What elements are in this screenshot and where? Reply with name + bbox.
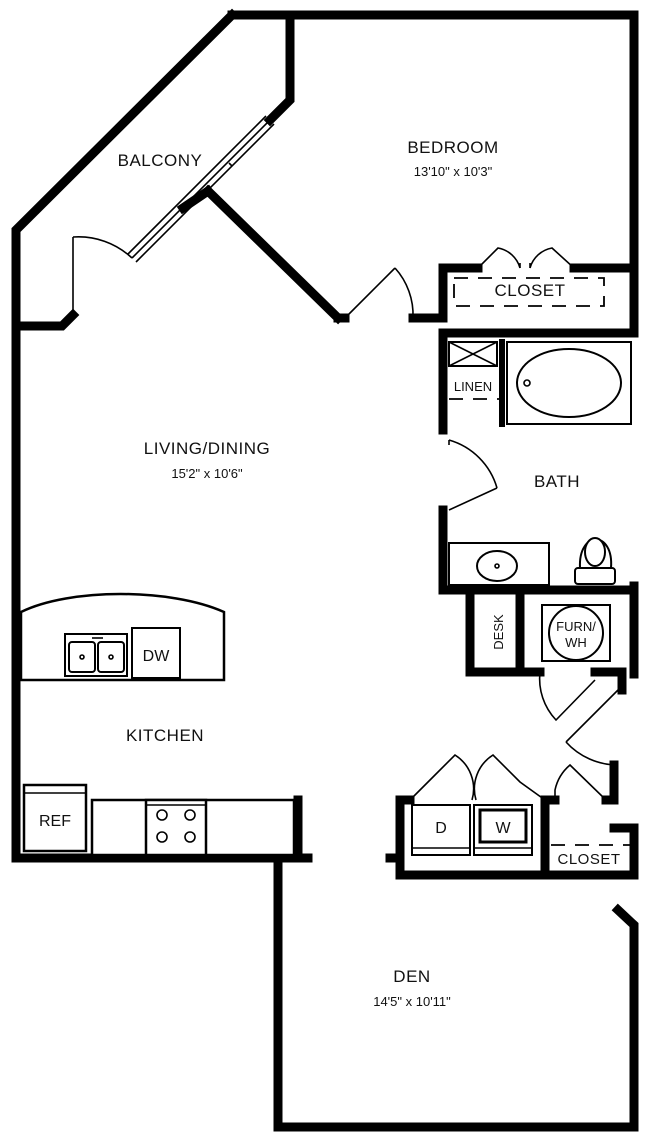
- refrigerator: [22, 783, 88, 853]
- linen-cabinet: [448, 339, 505, 427]
- bedroom-dimensions: 13'10" x 10'3": [414, 164, 493, 179]
- exterior-walls: [11, 8, 639, 1132]
- den-closet-label: CLOSET: [557, 851, 620, 868]
- bedroom-closet-label: CLOSET: [494, 281, 565, 300]
- laundry-doors[interactable]: [409, 753, 546, 801]
- living-dining-dimensions: 15'2" x 10'6": [171, 466, 243, 481]
- hall-door[interactable]: [565, 689, 619, 766]
- toilet: [574, 537, 616, 585]
- dishwasher-label: DW: [143, 648, 171, 665]
- desk-label: DESK: [491, 614, 506, 650]
- kitchen-label: KITCHEN: [126, 726, 204, 745]
- balcony-swing-door[interactable]: [72, 236, 133, 315]
- furnace-door[interactable]: [538, 671, 596, 722]
- furnace-water-heater: [541, 604, 611, 662]
- range-stove: [144, 798, 208, 857]
- den-closet-door[interactable]: [554, 763, 607, 801]
- interior-walls: [293, 263, 639, 880]
- dryer: [411, 804, 471, 856]
- dryer-label: D: [435, 820, 447, 837]
- balcony-label: BALCONY: [118, 151, 203, 170]
- washer-label: W: [495, 820, 511, 837]
- bedroom-label: BEDROOM: [407, 138, 498, 157]
- bedroom-closet-doors[interactable]: [477, 247, 575, 269]
- bedroom-door[interactable]: [344, 267, 414, 319]
- den-label: DEN: [393, 967, 430, 986]
- kitchen-sink: [64, 633, 128, 677]
- linen-label: LINEN: [454, 379, 492, 394]
- furnace-label-line1: FURN/: [556, 619, 596, 634]
- closet-shelf-line: [453, 277, 605, 307]
- washer: [473, 804, 533, 856]
- living-dining-label: LIVING/DINING: [144, 439, 270, 458]
- bath-label: BATH: [534, 472, 580, 491]
- balcony-sliding-door[interactable]: [127, 115, 275, 263]
- bath-door[interactable]: [448, 439, 498, 511]
- den-dimensions: 14'5" x 10'11": [373, 994, 451, 1009]
- bathtub: [506, 341, 632, 425]
- furnace-label-line2: WH: [565, 635, 587, 650]
- bathroom-vanity: [448, 542, 550, 586]
- balcony-walls: [11, 10, 345, 331]
- dishwasher: [131, 627, 181, 679]
- refrigerator-label: REF: [39, 813, 71, 830]
